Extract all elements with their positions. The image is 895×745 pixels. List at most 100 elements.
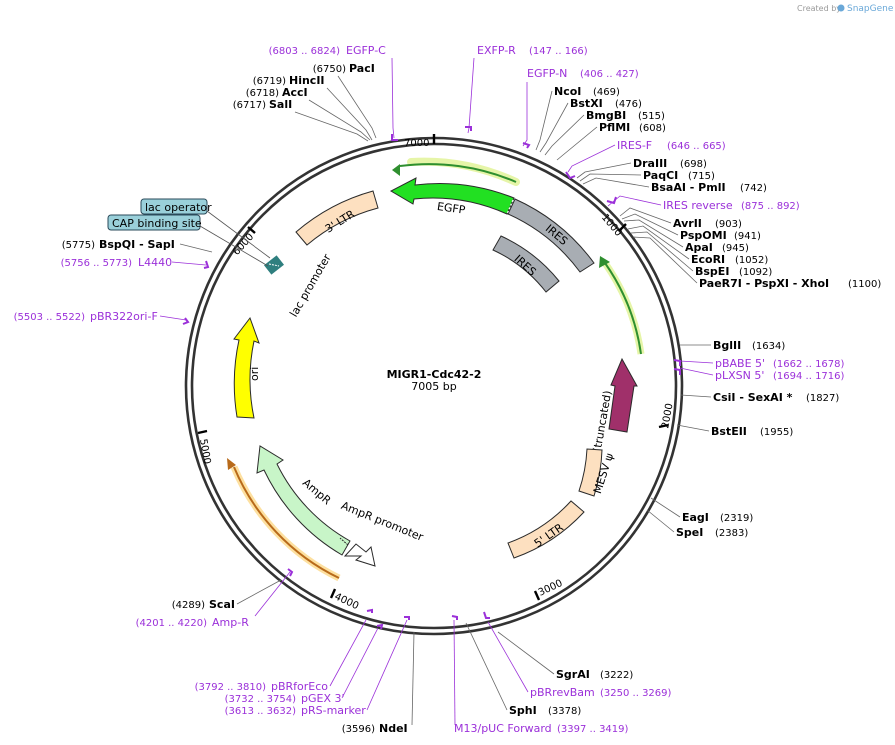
ltr5-feature[interactable] xyxy=(507,500,585,559)
enzyme-bsaai-pmli[interactable]: BsaAI - PmlI xyxy=(651,181,726,194)
primer-mark-prs xyxy=(404,616,410,620)
snapgene-logo-icon xyxy=(837,4,845,12)
enzyme-bspqi-sapi[interactable]: BspQI - SapI xyxy=(99,238,175,251)
primer-egfp-n[interactable]: EGFP-N xyxy=(527,67,567,80)
enzyme-pos-bglii: (1634) xyxy=(752,341,785,352)
primer-pbr322ori-f[interactable]: pBR322ori-F xyxy=(90,310,158,323)
enzyme-pos-bstxi: (476) xyxy=(615,99,642,110)
leader-m13 xyxy=(453,619,456,726)
enzyme-pos-spei: (2383) xyxy=(715,528,748,539)
tick-1000 xyxy=(618,223,627,232)
enzyme-paci[interactable]: PacI xyxy=(349,62,375,75)
egfp-feature[interactable] xyxy=(389,177,515,215)
enzyme-sali[interactable]: SalI xyxy=(269,98,292,111)
enzyme-pspomi[interactable]: PspOMI xyxy=(680,229,727,242)
leader-plxsn xyxy=(679,367,714,376)
enzyme-pos-eagi: (2319) xyxy=(720,513,753,524)
enzyme-bstxi[interactable]: BstXI xyxy=(570,97,603,110)
primer-pgex-3[interactable]: pGEX 3' xyxy=(301,692,345,705)
tick-4000 xyxy=(329,588,337,599)
primer-pbabe-5[interactable]: pBABE 5' xyxy=(715,357,765,370)
cap-site-leader xyxy=(199,225,269,267)
gag-feature[interactable] xyxy=(608,357,638,433)
leader-bmgbi xyxy=(544,114,585,156)
enzyme-bspei[interactable]: BspEI xyxy=(695,265,729,278)
primer-l4440[interactable]: L4440 xyxy=(138,256,172,269)
leader-pbrforeco xyxy=(329,619,367,687)
egfp-ires-junction xyxy=(506,199,514,215)
leader-paci xyxy=(337,75,377,139)
leader-sali xyxy=(294,111,369,142)
leader-bspei xyxy=(630,231,694,272)
ori-feature[interactable] xyxy=(233,316,260,419)
primer-ires-reverse[interactable]: IRES reverse xyxy=(663,199,733,212)
enzyme-ndei[interactable]: NdeI xyxy=(379,722,408,735)
enzyme-paqci[interactable]: PaqCI xyxy=(643,169,678,182)
primer-pos-pbr322ori-f: (5503 .. 5522) xyxy=(14,312,86,323)
enzyme-csii-sexai[interactable]: CsiI - SexAI * xyxy=(713,391,793,404)
lac-promoter-feature[interactable] xyxy=(264,255,284,275)
leader-bstxi xyxy=(539,102,569,153)
ires-inner-feature[interactable] xyxy=(492,235,560,293)
ampr-promoter-label: AmpR promoter xyxy=(339,499,425,544)
enzyme-acci[interactable]: AccI xyxy=(282,86,308,99)
enzyme-draiii[interactable]: DraIII xyxy=(633,157,667,170)
enzyme-pos-scai: (4289) xyxy=(172,600,205,611)
enzyme-pos-sphi: (3378) xyxy=(548,706,581,717)
primer-m13-puc-forward[interactable]: M13/pUC Forward xyxy=(454,722,552,735)
cap-site-callout-box[interactable] xyxy=(107,214,201,231)
primer-ires-f[interactable]: IRES-F xyxy=(617,139,652,152)
tick-label-2000: 2000 xyxy=(660,402,675,429)
mesv-feature[interactable] xyxy=(578,448,603,497)
tick-label-7000: 7000 xyxy=(404,138,429,149)
primer-mark-plxsn xyxy=(673,368,681,375)
enzyme-spei[interactable]: SpeI xyxy=(676,526,703,539)
enzyme-labels: (6750) PacI (6719) HincII (6718) AccI (6… xyxy=(62,62,882,735)
enzyme-paer7i-pspxi-xhoi[interactable]: PaeR7I - PspXI - XhoI xyxy=(699,277,829,290)
primer-exfp-r[interactable]: EXFP-R xyxy=(477,44,516,57)
enzyme-sgrai[interactable]: SgrAI xyxy=(556,668,590,681)
primer-mark-pbrforeco xyxy=(366,608,373,613)
primer-pbrrevbam[interactable]: pBRrevBam xyxy=(530,686,595,699)
enzyme-bsteii[interactable]: BstEII xyxy=(711,425,747,438)
enzyme-sphi[interactable]: SphI xyxy=(509,704,537,717)
ampr-feature[interactable] xyxy=(256,445,351,556)
primer-pos-l4440: (5756 .. 5773) xyxy=(61,258,133,269)
primer-plxsn-5[interactable]: pLXSN 5' xyxy=(715,369,764,382)
enzyme-pos-bmgbi: (515) xyxy=(638,111,665,122)
leader-pgex xyxy=(341,627,379,699)
primer-prs-marker[interactable]: pRS-marker xyxy=(301,704,366,717)
primer-pbrforeco[interactable]: pBRforEco xyxy=(271,680,328,693)
enzyme-hincii[interactable]: HincII xyxy=(289,74,325,87)
callouts: lac operator CAP binding site xyxy=(107,198,271,267)
primer-mark-egfp-n xyxy=(522,142,531,149)
enzyme-apai[interactable]: ApaI xyxy=(685,241,713,254)
primer-pos-m13-puc-forward: (3397 .. 3419) xyxy=(557,724,629,735)
egfp-primer-arrowhead xyxy=(392,164,400,176)
tick-6000 xyxy=(247,226,256,234)
primer-pos-pgex-3: (3732 .. 3754) xyxy=(225,694,297,705)
ltr3-feature[interactable] xyxy=(295,190,379,246)
enzyme-ncoi[interactable]: NcoI xyxy=(554,85,581,98)
enzyme-pos-pspomi: (941) xyxy=(734,231,761,242)
leader-pspomi xyxy=(621,213,679,236)
enzyme-eagi[interactable]: EagI xyxy=(682,511,709,524)
leader-pflmi xyxy=(556,126,598,161)
ampr-promoter-feature[interactable] xyxy=(343,543,376,567)
enzyme-ecori[interactable]: EcoRI xyxy=(691,253,725,266)
enzyme-scai[interactable]: ScaI xyxy=(209,598,235,611)
enzyme-pos-paer7i-pspxi-xhoi: (1100) xyxy=(848,279,881,290)
enzyme-pflmi[interactable]: PflMI xyxy=(599,121,630,134)
enzyme-bglii[interactable]: BglII xyxy=(713,339,741,352)
enzyme-avrii[interactable]: AvrII xyxy=(673,217,702,230)
enzyme-bmgbi[interactable]: BmgBI xyxy=(586,109,626,122)
primer-amp-r[interactable]: Amp-R xyxy=(212,616,249,629)
lac-operator-callout-box[interactable] xyxy=(140,198,208,215)
plasmid-name: MIGR1-Cdc42-2 xyxy=(387,368,482,381)
primer-mark-ires-reverse xyxy=(606,196,617,205)
ires-feature[interactable] xyxy=(507,198,595,273)
primer-egfp-c[interactable]: EGFP-C xyxy=(346,44,386,57)
tick-2000 xyxy=(658,423,669,429)
leader-eagi xyxy=(650,497,681,518)
tick-3000 xyxy=(533,590,541,601)
